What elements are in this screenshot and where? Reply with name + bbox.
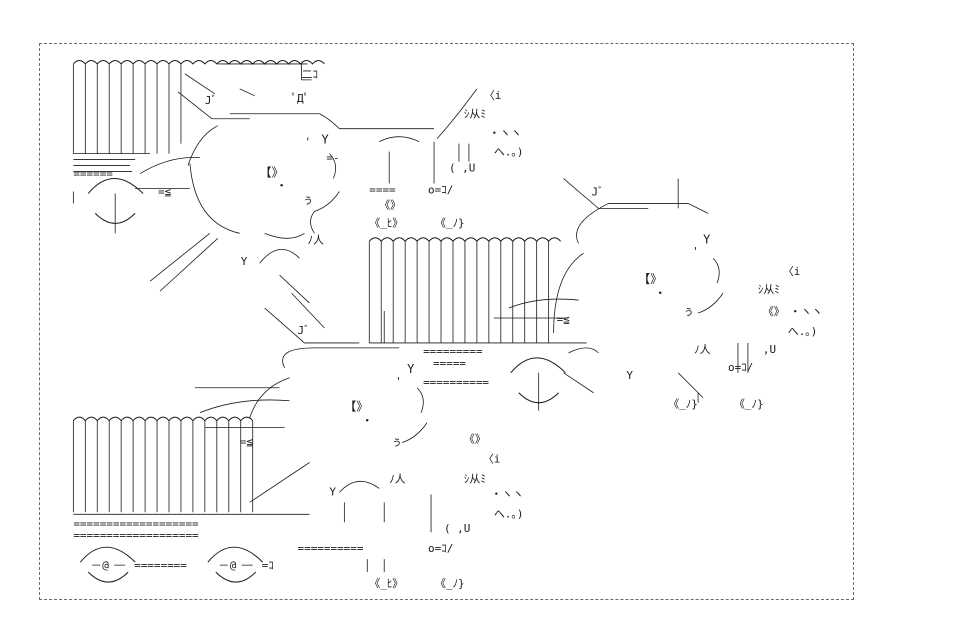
jye-bot: Jﾞ <box>298 324 310 337</box>
stamp-bot-a: 《_ﾋ》 <box>369 577 403 590</box>
horse-mane-top: ｼ从ﾐ <box>464 108 486 121</box>
horse-ear-bot: 〈i <box>483 452 501 465</box>
face-left-top: 【》 <box>260 166 284 180</box>
ascii-art-frame: ====== =≦ 二ｺ ﾟДﾟ Jﾞ 【》 ・ Y ' <box>39 43 854 600</box>
svg-text:===================: =================== <box>73 517 199 530</box>
svg-text:ﾉ人: ﾉ人 <box>389 472 405 485</box>
svg-text:ﾉ人: ﾉ人 <box>694 343 710 356</box>
svg-text:二ｺ: 二ｺ <box>302 68 318 81</box>
bracket-bot: 《》 <box>464 433 486 446</box>
svg-text:========: ======== <box>134 559 187 572</box>
horse-middle: 〈i ｼ从ﾐ 《》 ・ヽヽ へ.｡) ,U o=ｺ/ 《_ﾉ} 《_ﾉ} <box>668 265 822 411</box>
wagon-middle: ========= ===== ========== =≦ <box>368 237 587 411</box>
bracket-mid: 《》 <box>763 305 785 318</box>
stamp-mid-b: 《_ﾉ} <box>734 398 764 411</box>
wheel-left: @ <box>79 546 136 583</box>
svg-text:=≦: =≦ <box>557 313 571 326</box>
horse-mouth-bot: へ.｡) <box>494 507 524 520</box>
wagon-mid-eq: ========== <box>423 376 489 389</box>
face-dot-mid: ・ <box>654 286 666 300</box>
svg-text:・ヽヽ: ・ヽヽ <box>790 305 823 318</box>
horse-mane-mid: ｼ从ﾐ <box>758 283 780 296</box>
horse-top: 〈i ｼ从ﾐ ・ヽヽ へ.｡) ( ,U ==== o=ｺ/ 《》 《_ﾋ》 《… <box>339 88 524 229</box>
svg-text:・ヽヽ: ・ヽヽ <box>491 487 524 500</box>
svg-text:( ,U: ( ,U <box>444 522 470 535</box>
svg-text:===================: =================== <box>73 529 199 542</box>
svg-text:====: ==== <box>369 183 396 196</box>
stamp-top-b: 《_ﾉ} <box>435 216 465 229</box>
face-dot-bot: ・ <box>361 414 373 428</box>
bracket-top: 《》 <box>379 198 401 211</box>
svg-text:ぅ: ぅ <box>391 436 402 449</box>
wagon-bottom-left: =================== =================== … <box>72 399 310 583</box>
svg-text:ぅ: ぅ <box>303 193 314 206</box>
svg-text:( ,U: ( ,U <box>449 162 475 175</box>
stamp-top-a: 《_ﾋ》 <box>369 216 403 229</box>
svg-text:Y: Y <box>407 362 414 376</box>
svg-text:==========: ========== <box>298 542 364 555</box>
svg-text:=≦: =≦ <box>240 436 254 449</box>
svg-text:・ヽヽ: ・ヽヽ <box>489 127 522 140</box>
svg-text:Y: Y <box>703 232 710 246</box>
horse-mane-bot: ｼ从ﾐ <box>464 472 486 485</box>
wagon-tl-eq: ====== <box>73 168 113 181</box>
svg-text:': ' <box>692 245 699 258</box>
face-left-bot: 【》 <box>344 400 368 414</box>
svg-text:=========: ========= <box>423 345 483 358</box>
horse-mouth-top: へ.｡) <box>494 146 524 159</box>
svg-text:Y: Y <box>626 369 633 382</box>
svg-text:=-: =- <box>326 152 339 165</box>
svg-text:': ' <box>395 375 402 388</box>
svg-text:=ｺ: =ｺ <box>262 559 274 572</box>
svg-text:=≦: =≦ <box>158 185 172 198</box>
horse-mouth-mid: へ.｡) <box>788 325 818 338</box>
figure-top: 二ｺ ﾟДﾟ Jﾞ 【》 ・ Y ' ぅ =- ﾉ人 Y <box>149 63 340 329</box>
wheel-core-left: @ <box>102 559 109 572</box>
jye-mid: Jﾞ <box>591 185 603 198</box>
svg-text:,U: ,U <box>763 343 776 356</box>
jye-top: Jﾞ <box>205 94 217 107</box>
figure-bottom: Jﾞ Y ' 【》 ・ ぅ ﾉ人 Y <box>194 307 428 498</box>
svg-text:=====: ===== <box>433 357 466 370</box>
ascii-art-canvas: ====== =≦ 二ｺ ﾟДﾟ Jﾞ 【》 ・ Y ' <box>72 59 823 590</box>
svg-text:Y: Y <box>241 255 248 268</box>
svg-text:ぅ: ぅ <box>683 305 694 318</box>
wheel-right: @ <box>207 546 264 583</box>
face-dot-top: ・ <box>276 178 288 192</box>
face-left-mid: 【》 <box>638 272 662 286</box>
horse-ear-top: 〈i <box>484 89 502 102</box>
svg-text:Y: Y <box>329 485 336 498</box>
stamp-mid-a: 《_ﾉ} <box>668 398 698 411</box>
hook-top: o=ｺ/ <box>428 183 453 196</box>
svg-text:ﾉ人: ﾉ人 <box>308 233 324 246</box>
svg-text:Y: Y <box>321 133 328 147</box>
figure-middle: Jﾞ Y 【》 ・ ' ぅ ﾉ人 Y <box>553 178 724 403</box>
svg-text:': ' <box>305 136 312 149</box>
horse-ear-mid: 〈i <box>783 265 801 278</box>
wheel-core-right: @ <box>230 559 237 572</box>
hook-mid: o=ｺ/ <box>728 361 753 374</box>
horse-bottom: 〈i ｼ从ﾐ 《》 ・ヽヽ へ.｡) ( ,U ========== o=ｺ/ … <box>298 433 524 590</box>
wagon-top-left: ====== =≦ <box>72 59 325 234</box>
hook-bot: o=ｺ/ <box>428 542 453 555</box>
stamp-bot-b: 《_ﾉ} <box>435 577 465 590</box>
kanji-d-top: ﾟДﾟ <box>292 92 310 105</box>
